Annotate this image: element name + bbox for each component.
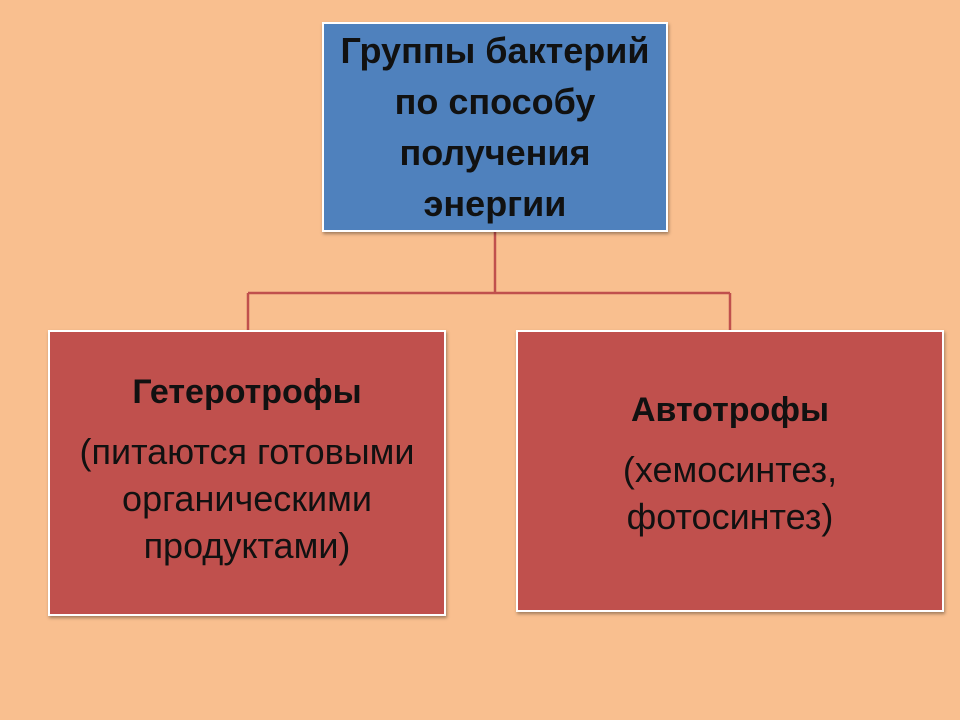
autotrophs-description: (хемосинтез, фотосинтез) bbox=[622, 449, 838, 537]
root-title: Группы бактерий по способу получения эне… bbox=[340, 30, 650, 224]
heterotrophs-heading: Гетеротрофы bbox=[132, 372, 362, 411]
heterotrophs-description: (питаются готовыми органическими продукт… bbox=[79, 430, 415, 566]
heterotrophs-node: Гетеротрофы (питаются готовыми органичес… bbox=[48, 330, 446, 616]
autotrophs-heading: Автотрофы bbox=[630, 391, 830, 429]
autotrophs-node: Автотрофы (хемосинтез, фотосинтез) bbox=[516, 330, 944, 612]
root-node: Группы бактерий по способу получения эне… bbox=[322, 22, 668, 232]
